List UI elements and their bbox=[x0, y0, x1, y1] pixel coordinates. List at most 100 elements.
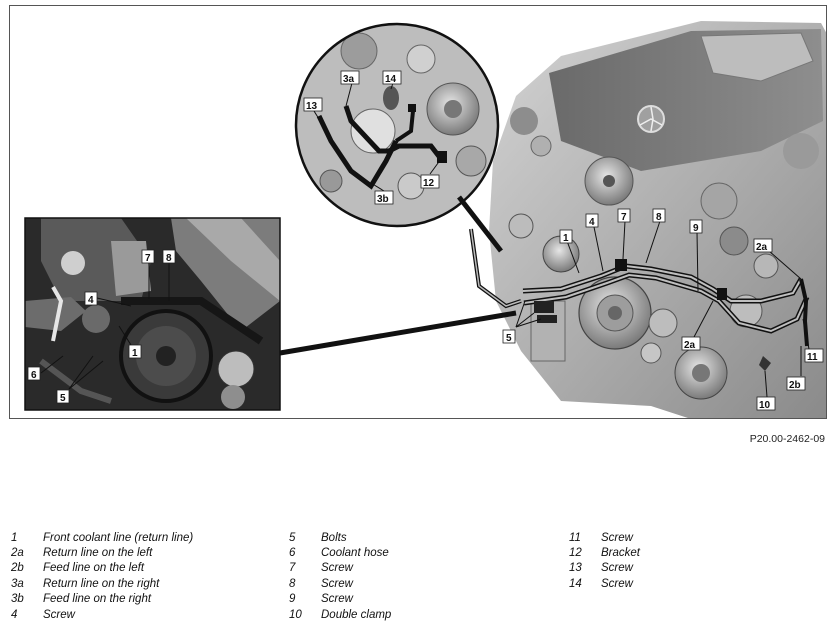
svg-text:6: 6 bbox=[31, 370, 37, 381]
svg-text:1: 1 bbox=[132, 348, 138, 359]
legend-item-text: Screw bbox=[321, 592, 353, 605]
legend-item-number: 7 bbox=[289, 562, 296, 575]
legend-item-number: 2a bbox=[11, 547, 24, 560]
callout-2a-main-center: 2a bbox=[681, 336, 701, 351]
legend-item-text: Return line on the right bbox=[43, 577, 160, 590]
svg-text:7: 7 bbox=[621, 212, 627, 223]
callout-12-circle: 12 bbox=[420, 174, 440, 189]
legend-item-number: 13 bbox=[569, 562, 582, 575]
legend-item-number: 4 bbox=[11, 609, 18, 622]
legend-item: 14 Screw bbox=[569, 577, 640, 592]
svg-text:4: 4 bbox=[88, 295, 94, 306]
callout-9-main: 9 bbox=[689, 219, 703, 234]
legend-item-text: Feed line on the right bbox=[43, 592, 152, 605]
svg-text:8: 8 bbox=[656, 212, 662, 223]
legend-item: 4 Screw bbox=[11, 608, 193, 623]
svg-text:10: 10 bbox=[759, 400, 771, 411]
callout-3b-circle: 3b bbox=[374, 190, 394, 205]
legend-item-number: 5 bbox=[289, 532, 296, 544]
legend-item: 2a Return line on the left bbox=[11, 546, 193, 561]
svg-text:2b: 2b bbox=[789, 380, 801, 391]
svg-text:11: 11 bbox=[807, 352, 818, 363]
callout-4-main: 4 bbox=[585, 213, 599, 228]
legend-item-text: Screw bbox=[43, 609, 75, 622]
legend-item-number: 3b bbox=[11, 592, 24, 605]
circle-pointer-line bbox=[457, 195, 503, 253]
svg-text:5: 5 bbox=[506, 333, 512, 344]
svg-text:3b: 3b bbox=[377, 194, 389, 205]
svg-text:3a: 3a bbox=[343, 74, 355, 85]
photo-pointer-line bbox=[279, 310, 517, 356]
legend-item-number: 12 bbox=[569, 547, 582, 560]
svg-text:1: 1 bbox=[563, 233, 569, 244]
callout-8-photo: 8 bbox=[162, 249, 176, 264]
svg-text:13: 13 bbox=[306, 101, 318, 112]
callout-5-main: 5 bbox=[502, 329, 516, 344]
main-engine-drawing bbox=[469, 21, 826, 418]
callout-1-photo: 1 bbox=[128, 344, 142, 359]
legend-item: 10 Double clamp bbox=[289, 608, 391, 623]
legend-item-number: 11 bbox=[569, 532, 581, 544]
legend-item: 2b Feed line on the left bbox=[11, 561, 193, 576]
legend-item: 3b Feed line on the right bbox=[11, 592, 193, 607]
main-leader-lines bbox=[515, 220, 810, 398]
legend-item: 5 Bolts bbox=[289, 531, 391, 546]
legend-item: 6 Coolant hose bbox=[289, 546, 391, 561]
callout-5-photo: 5 bbox=[56, 389, 70, 404]
legend-item-text: Screw bbox=[601, 532, 633, 544]
figure-id: P20.00-2462-09 bbox=[749, 433, 825, 445]
legend-item-text: Screw bbox=[601, 562, 633, 575]
legend-item-text: Screw bbox=[601, 577, 633, 590]
engine-illustration-frame: 1 4 7 8 9 2a 2a 5 11 2b 10 3a 14 13 12 3… bbox=[9, 5, 827, 419]
legend-item-text: Bracket bbox=[601, 547, 640, 560]
legend-item-number: 2b bbox=[11, 562, 24, 575]
legend-item-number: 14 bbox=[569, 577, 582, 590]
engine-illustration: 1 4 7 8 9 2a 2a 5 11 2b 10 3a 14 13 12 3… bbox=[24, 21, 826, 418]
callout-2a-main-right: 2a bbox=[753, 238, 773, 253]
legend-item-text: Double clamp bbox=[321, 609, 392, 622]
callout-13-circle: 13 bbox=[303, 97, 323, 112]
callout-11-main: 11 bbox=[804, 348, 824, 363]
svg-text:14: 14 bbox=[385, 74, 397, 85]
callout-4-photo: 4 bbox=[84, 291, 98, 306]
legend-item-number: 1 bbox=[11, 532, 18, 544]
legend-item: 9 Screw bbox=[289, 592, 391, 607]
photo-leader-lines bbox=[40, 263, 170, 390]
svg-text:4: 4 bbox=[589, 217, 595, 228]
callout-14-circle: 14 bbox=[382, 70, 402, 85]
legend-item-number: 9 bbox=[289, 592, 296, 605]
legend-item-text: Coolant hose bbox=[321, 547, 389, 560]
legend-item-text: Return line on the left bbox=[43, 547, 153, 560]
legend-item-text: Bolts bbox=[321, 532, 347, 544]
legend-item: 8 Screw bbox=[289, 577, 391, 592]
callout-3a-circle: 3a bbox=[340, 70, 360, 85]
svg-text:7: 7 bbox=[145, 253, 151, 264]
callout-8-main: 8 bbox=[652, 208, 666, 223]
legend-item-number: 8 bbox=[289, 577, 296, 590]
callout-7-main: 7 bbox=[617, 208, 631, 223]
callout-7-photo: 7 bbox=[141, 249, 155, 264]
callout-6-photo: 6 bbox=[27, 366, 41, 381]
callout-1-main: 1 bbox=[559, 229, 573, 244]
photo-inset bbox=[24, 217, 281, 411]
detail-circle-inset bbox=[294, 22, 500, 228]
callout-2b-main: 2b bbox=[786, 376, 806, 391]
legend-item: 7 Screw bbox=[289, 561, 391, 576]
legend-item-text: Screw bbox=[321, 577, 353, 590]
legend-item-number: 6 bbox=[289, 547, 296, 560]
legend-item: 13 Screw bbox=[569, 561, 640, 576]
svg-text:8: 8 bbox=[166, 253, 172, 264]
legend-item: 3a Return line on the right bbox=[11, 577, 193, 592]
legend-item: 11 Screw bbox=[569, 531, 640, 546]
svg-text:12: 12 bbox=[423, 178, 435, 189]
legend-item: 12 Bracket bbox=[569, 546, 640, 561]
legend-item-number: 3a bbox=[11, 577, 24, 590]
legend-item: 1 Front coolant line (return line) bbox=[11, 531, 193, 546]
legend-item-text: Screw bbox=[321, 562, 353, 575]
legend-item-text: Front coolant line (return line) bbox=[43, 532, 194, 544]
legend-item-text: Feed line on the left bbox=[43, 562, 145, 575]
legend-item-number: 10 bbox=[289, 609, 302, 622]
